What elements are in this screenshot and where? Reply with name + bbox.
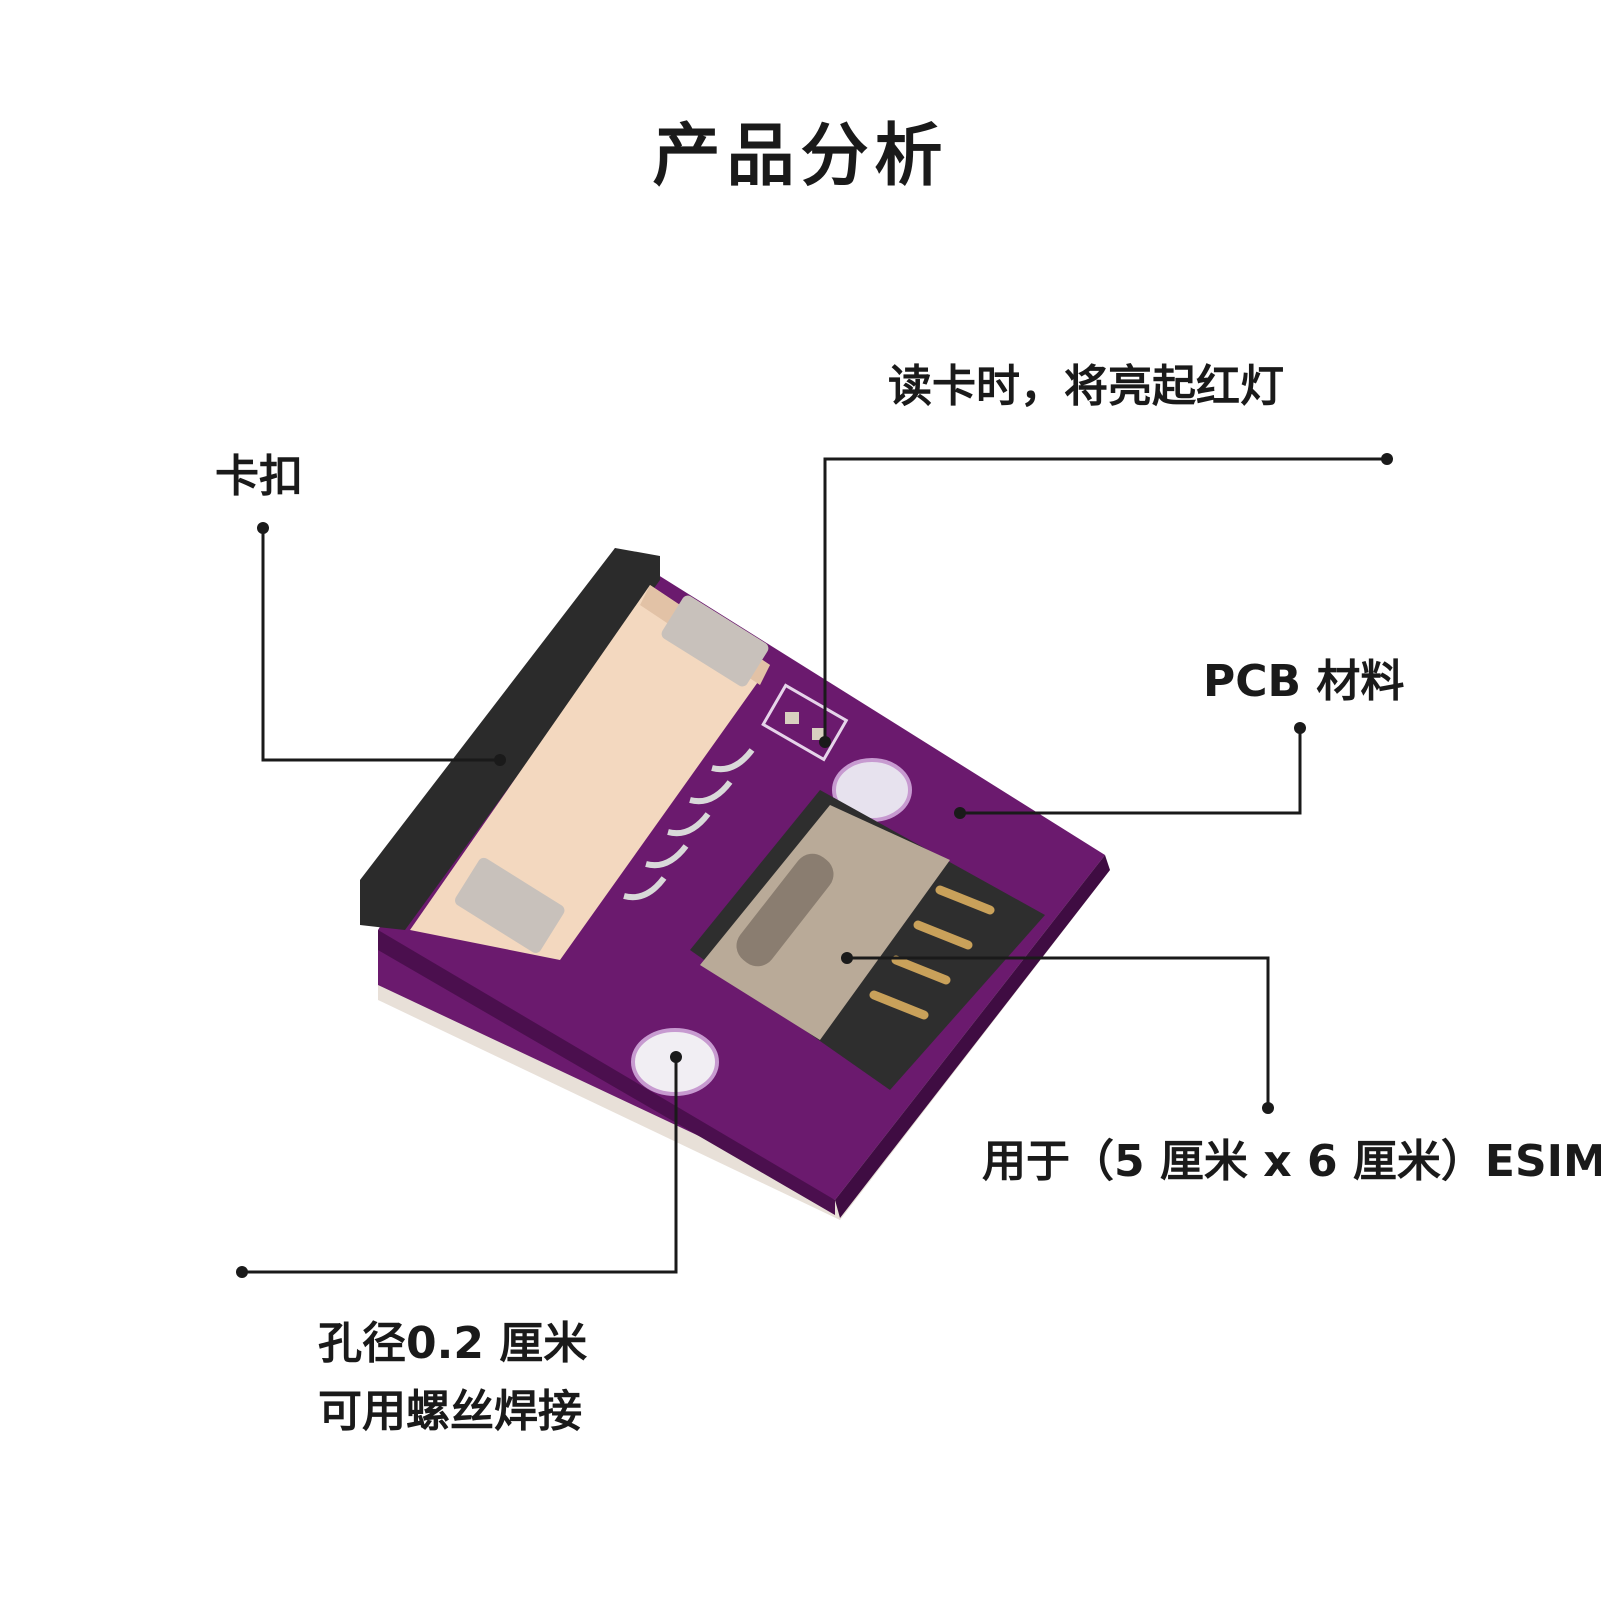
label-hole: 孔径0.2 厘米 可用螺丝焊接 (318, 1310, 587, 1446)
label-hole-line2: 可用螺丝焊接 (318, 1386, 582, 1437)
label-hole-line1: 孔径0.2 厘米 (318, 1318, 588, 1369)
ffc-connector (360, 548, 770, 960)
label-led: 读卡时，将亮起红灯 (888, 361, 1284, 412)
leader-lines (242, 457, 1387, 1274)
label-esim: 用于（5 厘米 x 6 厘米）ESIM (982, 1136, 1601, 1187)
page-title: 产品分析 (652, 117, 949, 196)
leader-dots (236, 453, 1393, 1278)
label-buckle: 卡扣 (215, 451, 303, 502)
label-pcb: PCB 材料 (1203, 656, 1405, 707)
sim-socket (690, 790, 1045, 1090)
connector-pins (623, 748, 755, 901)
